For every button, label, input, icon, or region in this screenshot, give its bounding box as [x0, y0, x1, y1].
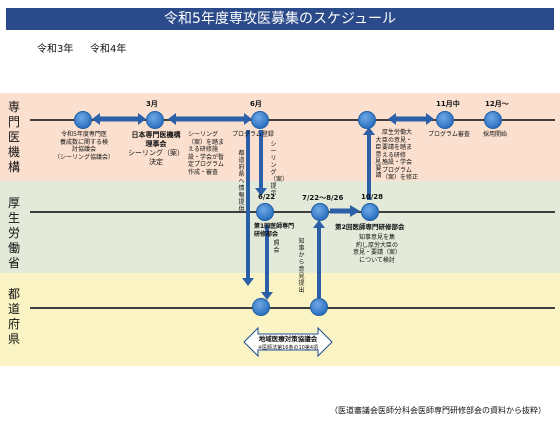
regional-council-label: 地域医療対策協議会: [258, 335, 318, 343]
node-mid-1028: [361, 203, 379, 221]
node-top-review: [436, 111, 454, 129]
governor-opinion-vertical-label: 知事から意見提出: [298, 238, 305, 294]
node-bottom-hear: [252, 298, 270, 316]
lane-label-prefectures: 都道府県: [7, 287, 20, 346]
program-review-label: プログラム審査: [428, 131, 470, 138]
page-title: 令和5年度専攻医募集のスケジュール: [6, 8, 554, 30]
timeline-middle: [30, 211, 555, 213]
date-label-1028: 10/28: [361, 193, 384, 201]
month-label-march: 3月: [146, 100, 158, 108]
period-arrow-2: [168, 113, 252, 125]
arrow-ceiling-submit: [255, 130, 267, 196]
ceiling-submit-vertical-label: シーリング（案）提示: [270, 141, 288, 197]
arrow-hear: [261, 225, 273, 300]
regional-council-arrow: [243, 326, 333, 358]
period-arrow-1: [92, 113, 146, 125]
node-bottom-opinion: [310, 298, 328, 316]
recruitment-start-label: 採用開始: [483, 131, 508, 138]
period-arrow-3: [388, 113, 434, 125]
node-top-revision: [358, 111, 376, 129]
timeline-top: [30, 119, 555, 121]
arrow-gov-opinion: [313, 220, 325, 298]
lane-label-specialist-board: 専門医機構: [7, 100, 20, 174]
second-meeting-label: 第2回医師専門研修部会: [335, 223, 405, 231]
minister-revision-description: 厚生労働大 臣の意見・ 要請を踏ま える研修 施設・学会 プログラム （案）を修…: [382, 129, 419, 181]
council-description: 令和5年度専門医 養成数に関する検 討協議会 （シーリング協議会）: [54, 131, 115, 161]
program-register-label: プログラム登録: [232, 131, 274, 138]
lane-label-mhlw: 厚生労働省: [7, 196, 20, 270]
lane-band-middle: [0, 181, 560, 273]
node-mid-0622: [256, 203, 274, 221]
opinion-request-vertical-label: 大臣意見・要請: [375, 137, 388, 179]
month-label-december: 12月～: [485, 100, 509, 108]
month-label-november: 11月中: [436, 100, 460, 108]
month-label-june: 6月: [250, 100, 262, 108]
timeline-bottom: [30, 307, 555, 309]
date-label-0622: 6/22: [258, 193, 276, 201]
date-label-0722-0826: 7/22～8/26: [302, 194, 344, 202]
law-reference-label: ※医師法第16条の10第4項: [257, 345, 319, 351]
year-label-reiwa4: 令和4年: [90, 44, 127, 55]
node-mid-0722: [311, 203, 329, 221]
hear-vertical-label: 照会: [273, 240, 280, 254]
node-top-june: [251, 111, 269, 129]
source-footnote: （医道審議会医師分科会医師専門研修部会の資料から抜粋）: [330, 406, 546, 415]
node-top-recruit: [484, 111, 502, 129]
arrow-opinion-request: [363, 127, 375, 200]
lane-band-top: [0, 93, 560, 181]
ceiling-description: シーリング （案）を踏ま える研修施 設・学会が暫 定プログラム 作成・審査: [188, 131, 225, 176]
node-top-board: [146, 111, 164, 129]
arrow-to-second-meeting: [330, 205, 360, 217]
board-description: 日本専門医機構 理事会 シーリング（案） 決定: [128, 131, 184, 166]
arrow-to-prefecture-info: [242, 130, 254, 286]
prefecture-info-vertical-label: 都道府県へ情報提供: [238, 150, 245, 213]
first-meeting-label: 第1回医師専門 研修部会: [254, 223, 295, 238]
year-label-reiwa3: 令和3年: [37, 44, 74, 55]
node-top-council: [74, 111, 92, 129]
second-meeting-description: 知事意見を集 約し厚労大臣の 意見・要請（案） について検討: [352, 234, 401, 264]
